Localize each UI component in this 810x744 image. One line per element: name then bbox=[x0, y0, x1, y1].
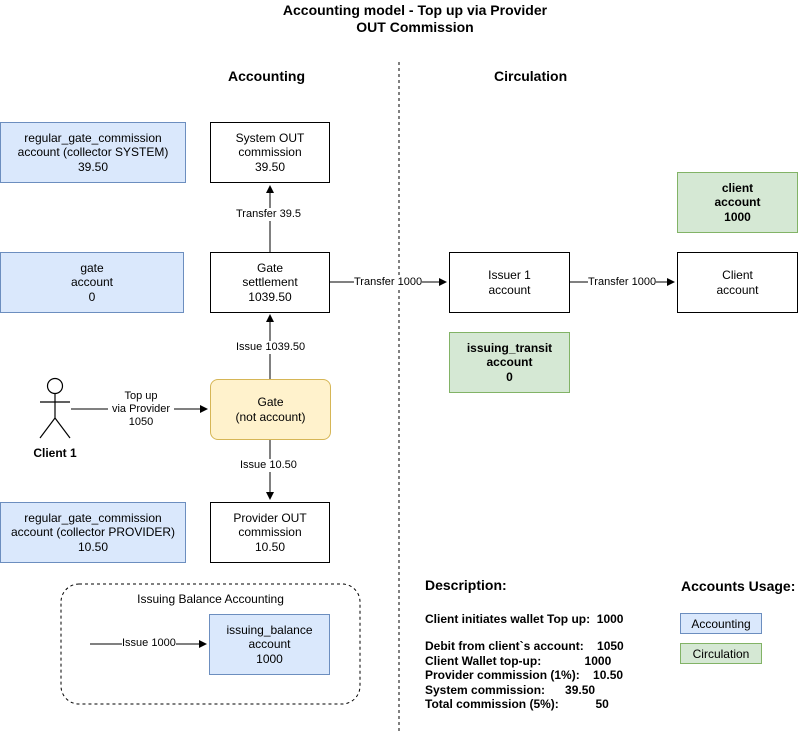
box-line: Client bbox=[722, 268, 753, 282]
edge-label-issue-10-50: Issue 10.50 bbox=[240, 459, 297, 472]
legend-heading: Accounts Usage: bbox=[681, 578, 796, 594]
edge-label-issue-1000: Issue 1000 bbox=[122, 637, 176, 650]
box-line: settlement bbox=[242, 275, 298, 290]
legend-accounting: Accounting bbox=[680, 613, 762, 634]
box-line: client bbox=[721, 180, 754, 195]
box-line: account (collector SYSTEM) bbox=[17, 145, 169, 160]
legend-circulation: Circulation bbox=[680, 643, 762, 664]
client-account-circulation-box: client account 1000 bbox=[677, 172, 798, 233]
description-line-2: Debit from client`s account: 1050 bbox=[425, 639, 624, 653]
issuer-account-box: Issuer 1 account bbox=[449, 252, 570, 313]
box-line: (not account) bbox=[235, 409, 306, 424]
issuing-balance-group-frame bbox=[60, 583, 361, 705]
diagram-title: Accounting model - Top up via Provider bbox=[282, 2, 548, 18]
box-line: commission bbox=[238, 525, 302, 540]
description-heading: Description: bbox=[425, 577, 507, 593]
box-line: 39.50 bbox=[254, 159, 286, 174]
description-line-5: System commission: 39.50 bbox=[425, 683, 596, 697]
gate-account-box: gate account 0 bbox=[0, 252, 184, 313]
gate-settlement-box: Gate settlement 1039.50 bbox=[210, 252, 330, 313]
regular-gate-commission-system-box: regular_gate_commission account (collect… bbox=[0, 122, 186, 183]
box-line: commission bbox=[238, 145, 302, 160]
issuing-balance-group-label: Issuing Balance Accounting bbox=[137, 592, 284, 606]
box-line: regular_gate_commission bbox=[24, 130, 162, 145]
edge-label-line: via Provider bbox=[111, 403, 171, 415]
box-line: System OUT bbox=[235, 130, 305, 145]
box-line: Gate bbox=[257, 395, 284, 409]
box-line: 1000 bbox=[724, 209, 751, 224]
box-line: Issuer 1 bbox=[488, 268, 531, 282]
provider-out-commission-box: Provider OUT commission 10.50 bbox=[210, 502, 330, 563]
box-line: Provider OUT bbox=[233, 510, 307, 525]
edge-label-transfer-1000-a: Transfer 1000 bbox=[354, 276, 423, 289]
system-out-commission-box: System OUT commission 39.50 bbox=[210, 122, 330, 183]
issuing-balance-account-box: issuing_balance account 1000 bbox=[209, 614, 330, 675]
box-line: regular_gate_commission bbox=[24, 510, 162, 525]
issuing-transit-account-box: issuing_transit account 0 bbox=[449, 332, 570, 393]
box-line: issuing_balance bbox=[226, 622, 313, 637]
box-line: 1039.50 bbox=[248, 289, 292, 304]
box-line: account (collector PROVIDER) bbox=[10, 525, 176, 540]
box-line: account bbox=[70, 275, 114, 290]
section-accounting-header: Accounting bbox=[228, 68, 305, 84]
description-line-3: Client Wallet top-up: 1000 bbox=[425, 654, 612, 668]
description-line-1: Client initiates wallet Top up: 1000 bbox=[425, 612, 624, 626]
box-line: 1000 bbox=[256, 651, 283, 666]
edge-label-issue-1039-50: Issue 1039.50 bbox=[236, 341, 306, 354]
box-line: account bbox=[248, 637, 291, 652]
box-line: 0 bbox=[506, 369, 513, 384]
client-account-box: Client account bbox=[677, 252, 798, 313]
edge-label-transfer-39-5: Transfer 39.5 bbox=[236, 208, 302, 221]
box-line: 0 bbox=[88, 289, 96, 304]
edge-label-top-up: Top up via Provider 1050 bbox=[108, 390, 174, 429]
box-line: Gate bbox=[256, 260, 283, 275]
diagram-subtitle: OUT Commission bbox=[356, 19, 474, 35]
box-line: 39.50 bbox=[77, 159, 109, 174]
box-line: account bbox=[486, 355, 533, 370]
section-circulation-header: Circulation bbox=[494, 68, 568, 84]
box-line: issuing_transit bbox=[466, 340, 553, 355]
description-line-6: Total commission (5%): 50 bbox=[425, 697, 609, 711]
edge-label-line: Top up bbox=[124, 390, 158, 402]
edge-label-line: 1050 bbox=[128, 416, 154, 428]
box-line: account bbox=[714, 195, 761, 210]
client-actor-figure bbox=[39, 377, 71, 439]
box-line: 10.50 bbox=[254, 539, 286, 554]
client-actor-label: Client 1 bbox=[33, 446, 77, 460]
gate-not-account-box: Gate (not account) bbox=[210, 379, 331, 440]
edge-label-transfer-1000-b: Transfer 1000 bbox=[588, 276, 657, 289]
regular-gate-commission-provider-box: regular_gate_commission account (collect… bbox=[0, 502, 186, 563]
description-line-4: Provider commission (1%): 10.50 bbox=[425, 668, 624, 682]
box-line: account bbox=[716, 282, 759, 297]
box-line: 10.50 bbox=[77, 539, 109, 554]
box-line: gate bbox=[80, 260, 104, 275]
box-line: account bbox=[488, 282, 531, 297]
